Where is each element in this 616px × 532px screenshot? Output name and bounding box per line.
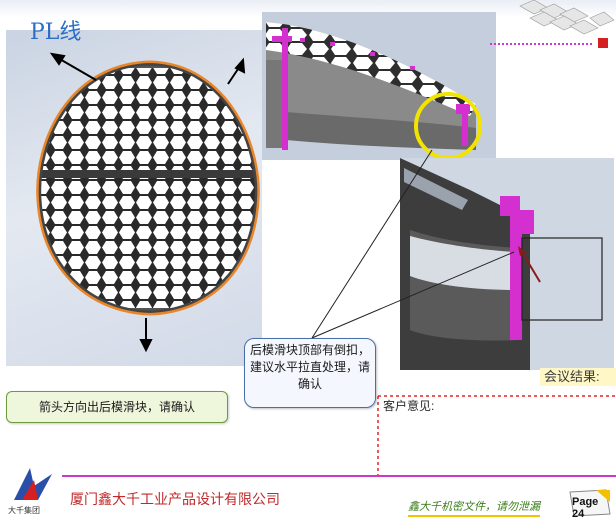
- customer-opinion-label: 客户意见:: [383, 399, 435, 413]
- meeting-result-label: 会议结果:: [540, 368, 616, 386]
- callout-note: 后模滑块顶部有倒扣，建议水平拉直处理，请确认: [244, 338, 376, 408]
- page-number: Page 24: [572, 496, 599, 520]
- red-square-icon: [598, 38, 608, 48]
- logo-icon: [14, 468, 52, 500]
- confidential-notice: 鑫大千机密文件，请勿泄漏: [408, 498, 540, 517]
- page-badge-icon: Page 24: [566, 488, 612, 520]
- logo-text: 大千集团: [8, 506, 40, 515]
- page-title: PL线: [30, 20, 82, 45]
- arrow-note: 箭头方向出后模滑块，请确认: [6, 391, 228, 423]
- company-name: 厦门鑫大千工业产品设计有限公司: [70, 491, 280, 507]
- arrow-icon: [49, 52, 246, 353]
- wireframe-decoration-icon: [519, 0, 615, 48]
